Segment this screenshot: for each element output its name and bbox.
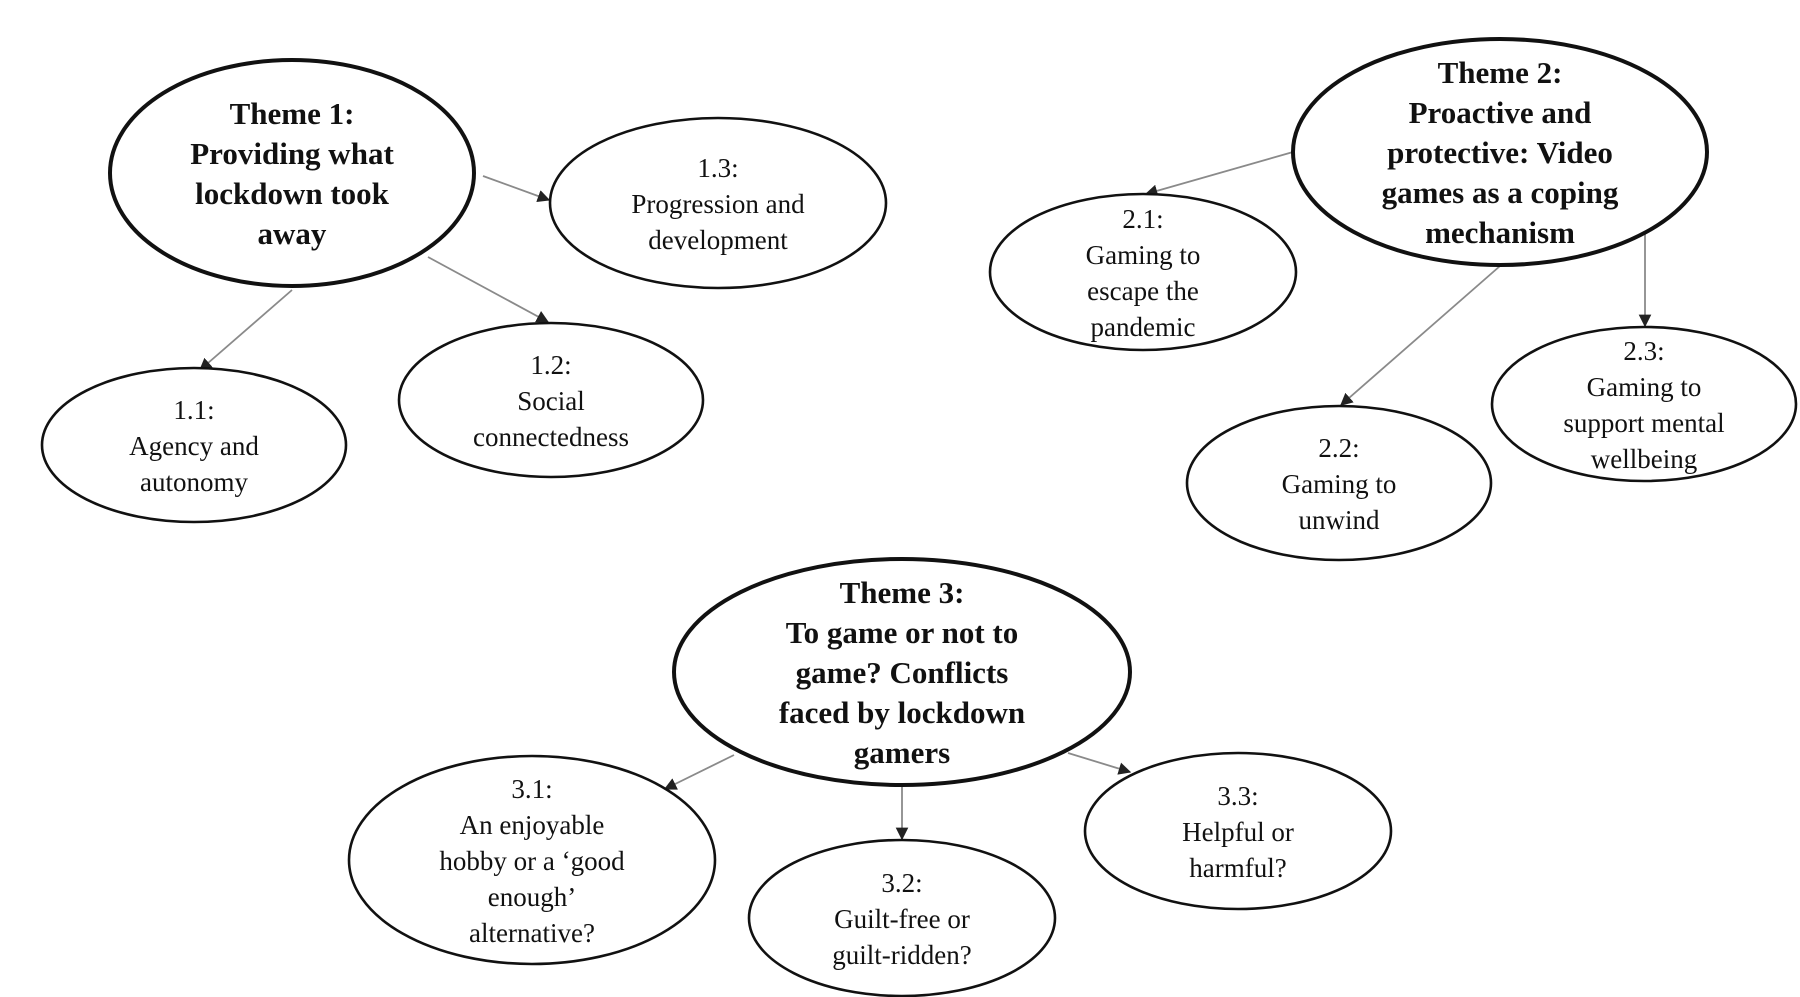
node-n3-1-line-2: An enjoyable	[460, 810, 605, 840]
node-n2-3-line-1: 2.3:	[1623, 336, 1664, 366]
node-n3-1-line-5: alternative?	[469, 918, 595, 948]
node-n3-2-line-2: Guilt-free or	[834, 904, 970, 934]
node-n1-2-ellipse	[397, 321, 705, 479]
node-n1-3-line-3: development	[648, 225, 788, 255]
node-n2-2-ellipse	[1185, 404, 1493, 562]
node-n2-2-line-3: unwind	[1299, 505, 1381, 535]
node-theme3-line-4: faced by lockdown	[779, 695, 1025, 730]
node-n2-2: 2.2: Gaming to unwind	[1185, 404, 1493, 562]
node-theme1-line-3: lockdown took	[195, 176, 390, 211]
node-n3-2-line-3: guilt-ridden?	[832, 940, 971, 970]
node-n2-2-line-1: 2.2:	[1318, 433, 1359, 463]
node-n2-1-ellipse	[988, 192, 1298, 352]
node-n1-2-line-3: connectedness	[473, 422, 629, 452]
node-theme1-line-2: Providing what	[190, 136, 394, 171]
node-theme2-line-3: protective: Video	[1387, 135, 1613, 170]
node-theme1-line-1: Theme 1:	[230, 96, 355, 131]
node-n3-3: 3.3: Helpful or harmful?	[1083, 751, 1393, 911]
nodes-layer: Theme 1: Providing what lockdown took away 1…	[40, 37, 1798, 997]
node-n1-1-line-3: autonomy	[140, 467, 248, 497]
node-n2-1-line-1: 2.1:	[1122, 204, 1163, 234]
node-n3-1: 3.1: An enjoyable hobby or a ‘good enough’ a…	[347, 754, 717, 966]
node-n1-2: 1.2: Social connectedness	[397, 321, 705, 479]
node-n1-1: 1.1: Agency and autonomy	[40, 366, 348, 524]
node-n2-1: 2.1: Gaming to escape the pandemic	[988, 192, 1298, 352]
node-n1-2-line-1: 1.2:	[530, 350, 571, 380]
node-n3-1-line-4: enough’	[488, 882, 576, 912]
arrow-theme2-to-n2_1	[1144, 151, 1294, 197]
node-n3-3-line-3: harmful?	[1189, 853, 1286, 883]
node-n3-2: 3.2: Guilt-free or guilt-ridden?	[747, 838, 1057, 997]
node-n3-1-ellipse	[347, 754, 717, 966]
arrow-theme1-to-n1_1	[199, 289, 293, 371]
node-n3-1-line-3: hobby or a ‘good	[439, 846, 625, 876]
node-theme2-line-1: Theme 2:	[1438, 55, 1563, 90]
node-n1-3-ellipse	[548, 116, 888, 290]
node-n2-1-line-3: escape the	[1087, 276, 1199, 306]
node-theme2: Theme 2: Proactive and protective: Video ga…	[1291, 37, 1709, 267]
node-n2-3-line-3: support mental	[1563, 408, 1724, 438]
node-n2-3-line-2: Gaming to	[1587, 372, 1702, 402]
arrow-theme1-to-n1_2	[427, 256, 550, 323]
node-n3-3-line-1: 3.3:	[1217, 781, 1258, 811]
arrow-theme3-to-n3_1	[663, 754, 735, 790]
node-theme1-ellipse	[108, 58, 476, 288]
node-n1-1-ellipse	[40, 366, 348, 524]
node-theme3-ellipse	[672, 557, 1132, 787]
node-theme2-ellipse	[1291, 37, 1709, 267]
node-theme2-line-5: mechanism	[1425, 215, 1575, 250]
node-n3-3-ellipse	[1083, 751, 1393, 911]
node-n1-3-line-1: 1.3:	[697, 153, 738, 183]
node-theme2-line-4: games as a coping	[1382, 175, 1619, 210]
node-theme3: Theme 3: To game or not to game? Conflicts…	[672, 557, 1132, 787]
node-theme3-line-1: Theme 3:	[840, 575, 965, 610]
node-theme1: Theme 1: Providing what lockdown took away	[108, 58, 476, 288]
node-n3-2-line-1: 3.2:	[881, 868, 922, 898]
node-n1-1-line-1: 1.1:	[173, 395, 214, 425]
node-n3-1-line-1: 3.1:	[511, 774, 552, 804]
node-theme1-line-4: away	[258, 216, 327, 251]
node-n2-2-line-2: Gaming to	[1282, 469, 1397, 499]
node-n1-3-line-2: Progression and	[631, 189, 805, 219]
node-n2-3-line-4: wellbeing	[1591, 444, 1697, 474]
node-theme2-line-2: Proactive and	[1409, 95, 1592, 130]
node-n1-3: 1.3: Progression and development	[548, 116, 888, 290]
node-n3-2-ellipse	[747, 838, 1057, 997]
arrow-theme2-to-n2_2	[1340, 265, 1501, 406]
node-theme3-line-3: game? Conflicts	[796, 655, 1009, 690]
node-n2-3: 2.3: Gaming to support mental wellbeing	[1490, 325, 1798, 483]
node-n2-1-line-2: Gaming to	[1086, 240, 1201, 270]
arrow-theme3-to-n3_3	[1067, 752, 1132, 775]
node-n2-3-ellipse	[1490, 325, 1798, 483]
arrow-theme1-to-n1_3	[482, 175, 551, 203]
node-n1-2-line-2: Social	[517, 386, 585, 416]
edges-layer	[199, 151, 1652, 841]
node-n2-1-line-4: pandemic	[1091, 312, 1196, 342]
node-theme3-line-2: To game or not to	[786, 615, 1019, 650]
node-theme3-line-5: gamers	[854, 735, 950, 770]
node-n1-1-line-2: Agency and	[129, 431, 259, 461]
node-n3-3-line-2: Helpful or	[1182, 817, 1294, 847]
